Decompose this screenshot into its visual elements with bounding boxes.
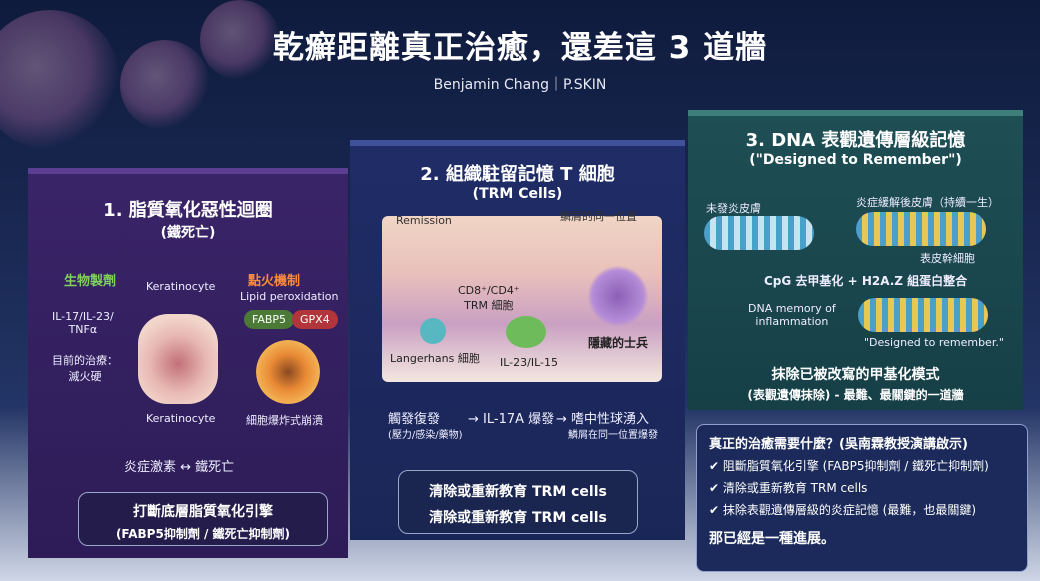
lipid-label: Lipid peroxidation	[240, 290, 339, 303]
keratinocyte-cell	[138, 314, 218, 404]
panel3-cta-line2: (表觀遺傳抹除) - 最難、最關鍵的一道牆	[747, 388, 964, 402]
page-subtitle: Benjamin Chang｜P.SKIN	[433, 77, 607, 93]
panel2-cta-line2: 清除或重新教育 TRM cells	[429, 510, 607, 526]
designed-label: "Designed to remember."	[864, 336, 1004, 349]
current-treatment: 目前的治療： 滅火硬	[52, 354, 118, 383]
panel2-cta: 清除或重新教育 TRM cells 清除或重新教育 TRM cells	[398, 470, 638, 534]
panel2-subtitle: (TRM Cells)	[472, 186, 563, 202]
langerhans-cell	[420, 318, 446, 344]
recap-footer: 那已經是一種進展。	[709, 531, 835, 547]
dna-helix-left	[704, 216, 814, 250]
panel-epigenetic: 3. DNA 表觀遺傳層級記憶 ("Designed to Remember")…	[688, 110, 1023, 410]
panel2-cta-line1: 清除或重新教育 TRM cells	[429, 484, 607, 500]
panel3-cta-line1: 抹除已被改寫的甲基化模式	[771, 367, 940, 383]
keratinocyte-top: Keratinocyte	[146, 280, 216, 293]
gpx4-tag: GPX4	[292, 310, 338, 329]
dna-helix-bottom	[858, 298, 988, 332]
panel1-cta: 打斷底層脂質氧化引擎 (FABP5抑制劑 / 鐵死亡抑制劑)	[78, 492, 328, 546]
neutrophil-label: → 嗜中性球湧入	[556, 412, 650, 427]
resolved-label: 炎症緩解後皮膚（持續一生）	[856, 196, 999, 209]
remission-label: Remission	[396, 214, 452, 227]
keratinocyte-bottom: Keratinocyte	[146, 412, 216, 425]
stem-cell-label: 表皮幹細胞	[920, 252, 975, 265]
il17-label: → IL-17A 爆發	[468, 412, 555, 427]
recap-box: 真正的治癒需要什麼？(吳南霖教授演講啟示) ✔ 阻斷脂質氧化引擎 (FABP5抑…	[696, 424, 1028, 572]
trm-cluster	[588, 266, 648, 326]
dna-helix-right	[856, 212, 986, 246]
same-spot-label: 鱗屑的同一位置	[560, 210, 637, 223]
panel1-cta-line2: (FABP5抑制劑 / 鐵死亡抑制劑)	[115, 527, 291, 541]
loop-label: 炎症激素 ↔ 鐵死亡	[124, 460, 235, 475]
fabp5-tag: FABP5	[244, 310, 295, 329]
panel-lipid-loop: 1. 脂質氧化惡性迴圈 (鐵死亡) 生物製劑 Keratinocyte 點火機制…	[28, 168, 348, 558]
relapse-label: 觸發復發	[388, 412, 441, 427]
relapse-sub: (壓力/感染/藥物)	[388, 430, 463, 441]
neutrophil-sub: 鱗屑在同一位置爆發	[568, 430, 658, 441]
recap-item-3: ✔ 抹除表觀遺傳層級的炎症記憶 (最難，也最關鍵)	[709, 503, 977, 517]
cd-trm-label: CD8⁺/CD4⁺ TRM 細胞	[458, 284, 520, 312]
unaffected-label: 未發炎皮膚	[706, 202, 761, 215]
langerhans-label: Langerhans 細胞	[390, 352, 480, 365]
panel1-cta-line1: 打斷底層脂質氧化引擎	[133, 504, 273, 520]
cell-bg-3	[200, 0, 280, 80]
panel1-subtitle: (鐵死亡)	[160, 225, 216, 241]
burst-label: 細胞爆炸式崩潰	[246, 414, 323, 427]
recap-item-1: ✔ 阻斷脂質氧化引擎 (FABP5抑制劑 / 鐵死亡抑制劑)	[709, 459, 989, 473]
ignition-label: 點火機制	[248, 274, 301, 289]
cpg-label: CpG 去甲基化 + H2A.Z 組蛋白整合	[764, 274, 968, 288]
cell-bg-2	[120, 40, 210, 130]
panel-trm-cells: 2. 組織駐留記憶 T 細胞 (TRM Cells) Remission 鱗屑的…	[350, 140, 685, 540]
dna-memory-label: DNA memory of inflammation	[748, 302, 836, 328]
burst-cell	[256, 340, 320, 404]
hidden-soldiers: 隱藏的士兵	[588, 336, 649, 350]
panel2-title: 2. 組織駐留記憶 T 細胞	[420, 164, 615, 185]
panel3-subtitle: ("Designed to Remember")	[749, 152, 962, 168]
panel3-title: 3. DNA 表觀遺傳層級記憶	[745, 130, 966, 151]
panel1-title: 1. 脂質氧化惡性迴圈	[103, 200, 273, 221]
biologic-label: 生物製劑	[64, 274, 117, 289]
recap-item-2: ✔ 清除或重新教育 TRM cells	[709, 481, 868, 495]
il23-label: IL-23/IL-15	[500, 356, 558, 369]
cytokine-label: IL-17/IL-23/ TNFα	[52, 310, 114, 336]
page-title: 乾癬距離真正治癒，還差這 3 道牆	[272, 30, 768, 66]
cell-bg-1	[0, 10, 120, 150]
t-cell-cluster	[506, 316, 546, 348]
recap-heading: 真正的治癒需要什麼？(吳南霖教授演講啟示)	[709, 437, 968, 452]
